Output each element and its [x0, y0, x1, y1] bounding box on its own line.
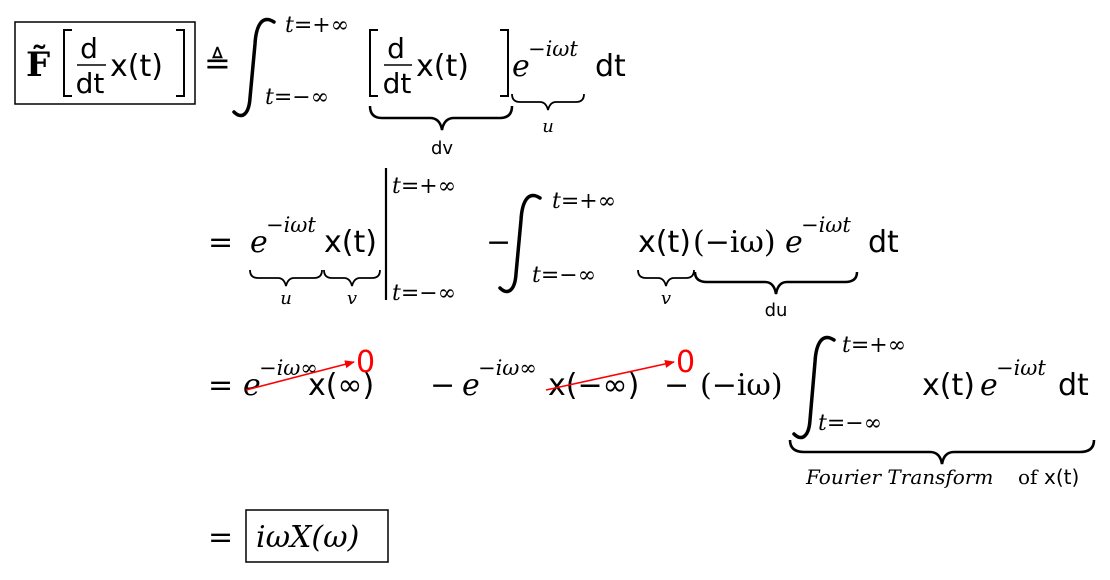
lower-limit-2: t=−∞ [532, 263, 596, 288]
exp-power-2: −iωt [266, 213, 316, 237]
differential-2: dt [868, 225, 899, 260]
exp-base-6: e [980, 368, 998, 403]
exp-base-5: e [462, 368, 480, 403]
exp-base-2: e [250, 225, 268, 260]
factor-2: (−iω) [693, 225, 776, 260]
underbrace-v-2 [637, 269, 695, 287]
integral-sign-3 [792, 335, 836, 440]
eval-lower-limit: t=−∞ [392, 281, 456, 306]
inner-frac-denominator: dt [383, 67, 412, 100]
upper-limit-2: t=+∞ [552, 189, 616, 214]
underbrace-fourier [788, 439, 1096, 465]
exp-base-4: e [243, 368, 261, 403]
underbrace-label-u-1: u [542, 116, 554, 137]
brace-label-fourier-transform: Fourier Transform [805, 465, 993, 489]
inner-bracket-right [500, 29, 509, 97]
underbrace-du [693, 271, 859, 295]
lower-limit-1: t=−∞ [265, 85, 329, 110]
strike-arrow-a [245, 360, 355, 391]
frac-denominator-dt: dt [76, 67, 105, 100]
exp-power-6: −iωt [996, 356, 1046, 380]
integrand-function-2: x(t) [638, 225, 691, 260]
line-definition: F̃ d dt x(t) ≜ t=+∞ t=−∞ d dt x(t) e −iω… [14, 13, 626, 159]
upper-limit-3: t=+∞ [842, 333, 906, 358]
exp-power-1: −iωt [528, 37, 578, 61]
equals-3: = [208, 368, 233, 403]
annotation-zero-a: 0 [356, 345, 375, 380]
bracket-left [63, 29, 72, 97]
exp-base-1: e [512, 49, 530, 84]
upper-limit-1: t=+∞ [285, 13, 349, 38]
fourier-operator: F̃ [26, 45, 50, 85]
integrand-function-3: x(t) [922, 368, 975, 403]
exp-power-4: −iω∞ [259, 356, 318, 380]
differential-1: dt [595, 49, 626, 84]
minus-3b: − [664, 368, 689, 403]
underbrace-label-du: du [765, 300, 788, 321]
underbrace-u-1 [511, 93, 585, 111]
exp-base-3: e [785, 225, 803, 260]
differential-3: dt [1058, 368, 1089, 403]
line-boundary-evaluation: = e −iω∞ x(∞) − e −iω∞ x(−∞) − (−iω) 0 0… [208, 333, 1096, 489]
inner-bracket-left [369, 29, 378, 97]
defined-as-symbol: ≜ [204, 44, 231, 82]
bracket-right [176, 29, 185, 97]
boundary-function: x(t) [324, 225, 377, 260]
x-at-infinity: x(∞) [308, 368, 374, 403]
underbrace-u-2 [249, 269, 323, 287]
inner-function: x(t) [416, 49, 469, 84]
underbrace-dv [368, 105, 514, 131]
exp-power-5: −iω∞ [478, 356, 537, 380]
integral-sign-2 [498, 193, 542, 294]
equals-4: = [208, 520, 233, 555]
strike-arrow-b [545, 360, 675, 391]
underbrace-label-v-1: v [347, 288, 357, 309]
underbrace-label-v-2: v [661, 288, 671, 309]
minus-2: − [486, 225, 511, 260]
lhs-box [14, 21, 196, 105]
brace-label-x: x(t) [1044, 465, 1079, 489]
minus-3a: − [430, 368, 455, 403]
result-expression: iωX(ω) [256, 520, 359, 555]
underbrace-label-u-2: u [280, 288, 292, 309]
lhs-function: x(t) [110, 49, 163, 84]
line-result: = iωX(ω) [208, 509, 389, 563]
underbrace-v-1 [323, 269, 381, 287]
eval-upper-limit: t=+∞ [392, 174, 456, 199]
underbrace-label-dv: dv [431, 138, 453, 159]
exp-power-3: −iωt [801, 213, 851, 237]
frac-numerator-d: d [80, 32, 98, 65]
factor-3: (−iω) [700, 368, 783, 403]
inner-frac-numerator: d [387, 32, 405, 65]
result-box [245, 509, 389, 563]
line-integration-by-parts: = e −iωt x(t) u v t=+∞ t=−∞ − t=+∞ t=−∞ … [208, 168, 899, 321]
lower-limit-3: t=−∞ [818, 411, 882, 436]
brace-label-of: of [1018, 465, 1039, 489]
integral-sign-1 [232, 17, 276, 118]
equals-2: = [208, 225, 233, 260]
annotation-zero-b: 0 [676, 345, 695, 380]
